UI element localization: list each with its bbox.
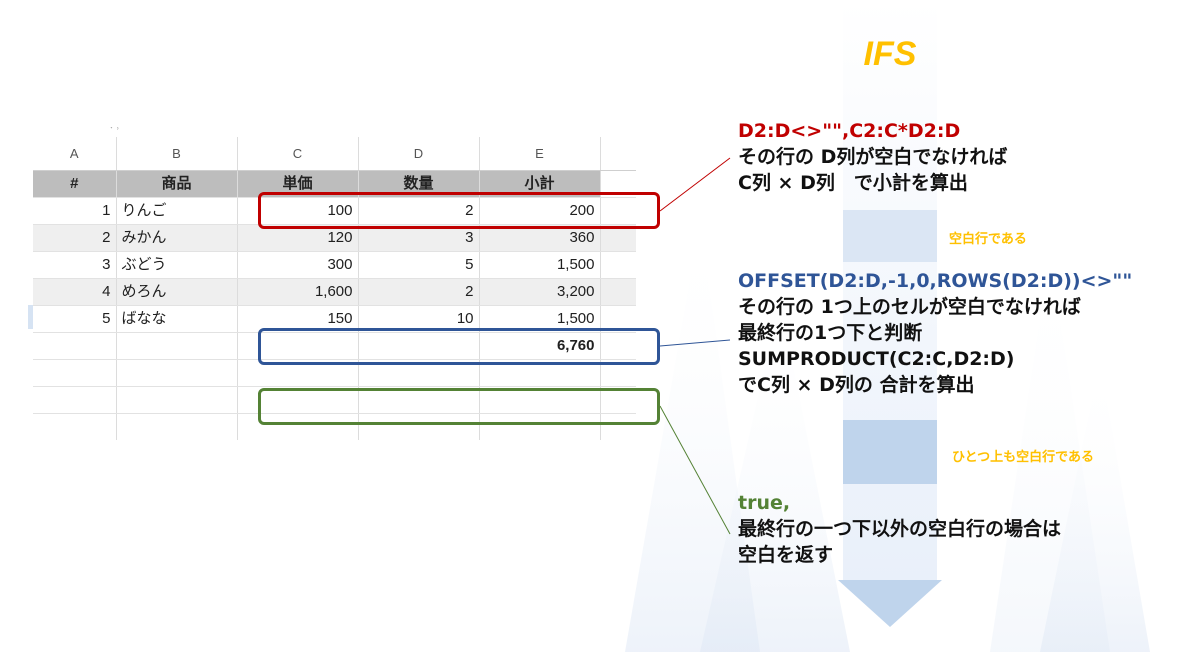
cell-item[interactable]: めろん: [116, 278, 238, 306]
empty-cell[interactable]: [358, 386, 480, 414]
table-row: 2 みかん 120 3 360: [33, 224, 636, 252]
empty-cell[interactable]: [116, 359, 238, 387]
column-header-c[interactable]: C: [237, 137, 359, 171]
flow-band-1: [843, 210, 937, 262]
empty-cell[interactable]: [33, 386, 117, 414]
annotation-line: その行の 1つ上のセルが空白でなければ: [738, 296, 1081, 318]
annotation-line: でC列 × D列の 合計を算出: [738, 374, 975, 396]
header-cell-number[interactable]: #: [33, 170, 117, 198]
formula-case-1: D2:D<>"",C2:C*D2:D: [738, 120, 961, 142]
empty-cell[interactable]: [600, 251, 636, 279]
cell-subtotal[interactable]: 1,500: [479, 251, 601, 279]
table-row: 4 めろん 1,600 2 3,200: [33, 278, 636, 306]
empty-cell[interactable]: [600, 278, 636, 306]
column-header-row: A B C D E: [33, 137, 636, 171]
cell-item[interactable]: ばなな: [116, 305, 238, 333]
total-row: 6,760: [33, 332, 636, 360]
empty-cell[interactable]: [358, 332, 480, 360]
cell-item[interactable]: りんご: [116, 197, 238, 225]
cell-number[interactable]: 2: [33, 224, 117, 252]
table-row: 1 りんご 100 2 200: [33, 197, 636, 225]
empty-cell[interactable]: [116, 386, 238, 414]
cell-qty[interactable]: 3: [358, 224, 480, 252]
cell-price[interactable]: 300: [237, 251, 359, 279]
condition-note-blank-row: 空白行である: [949, 232, 1027, 247]
bg-shard-2: [700, 300, 850, 652]
column-header-e[interactable]: E: [479, 137, 601, 171]
annotation-case-3: true, 最終行の一つ下以外の空白行の場合は 空白を返す: [738, 490, 1061, 568]
empty-cell[interactable]: [33, 359, 117, 387]
bg-shard-4: [990, 250, 1110, 652]
empty-cell[interactable]: [600, 386, 636, 414]
condition-note-above-blank: ひとつ上も空白行である: [952, 450, 1094, 465]
cell-item[interactable]: ぶどう: [116, 251, 238, 279]
annotation-case-1: D2:D<>"",C2:C*D2:D その行の D列が空白でなければ C列 × …: [738, 118, 1007, 196]
empty-cell[interactable]: [237, 386, 359, 414]
empty-cell[interactable]: [358, 413, 480, 440]
flow-arrow-head: [838, 580, 942, 627]
empty-row: [33, 386, 636, 414]
empty-cell[interactable]: [600, 197, 636, 225]
empty-cell[interactable]: [479, 386, 601, 414]
annotation-line: C列 × D列 で小計を算出: [738, 172, 968, 194]
annotation-line: その行の D列が空白でなければ: [738, 146, 1008, 168]
cell-number[interactable]: 5: [33, 305, 117, 333]
sheet-top-grip: ˑ ˒: [110, 124, 120, 135]
column-header-b[interactable]: B: [116, 137, 238, 171]
annotation-line: 最終行の1つ下と判断: [738, 322, 923, 344]
column-header-d[interactable]: D: [358, 137, 480, 171]
empty-cell[interactable]: [237, 413, 359, 440]
flow-title: IFS: [863, 35, 917, 73]
highlight-box-total-row: [258, 328, 660, 365]
annotation-case-2: OFFSET(D2:D,-1,0,ROWS(D2:D))<>"" その行の 1つ…: [738, 268, 1132, 398]
empty-cell[interactable]: [116, 413, 238, 440]
empty-row: [33, 413, 636, 440]
cell-total[interactable]: 6,760: [479, 332, 601, 360]
empty-cell[interactable]: [116, 332, 238, 360]
formula-case-2: OFFSET(D2:D,-1,0,ROWS(D2:D))<>"": [738, 270, 1133, 292]
flow-band-2: [843, 420, 937, 484]
cell-price[interactable]: 120: [237, 224, 359, 252]
annotation-line: SUMPRODUCT(C2:C,D2:D): [738, 348, 1015, 370]
cell-price[interactable]: 100: [237, 197, 359, 225]
cell-item[interactable]: みかん: [116, 224, 238, 252]
annotation-line: 空白を返す: [738, 544, 834, 566]
table-row: 3 ぶどう 300 5 1,500: [33, 251, 636, 279]
cell-qty[interactable]: 5: [358, 251, 480, 279]
annotation-line: 最終行の一つ下以外の空白行の場合は: [738, 518, 1062, 540]
empty-cell[interactable]: [600, 224, 636, 252]
cell-qty[interactable]: 2: [358, 197, 480, 225]
empty-cell[interactable]: [237, 332, 359, 360]
cell-number[interactable]: 1: [33, 197, 117, 225]
highlight-box-subtotal-row: [258, 192, 660, 229]
empty-cell[interactable]: [33, 332, 117, 360]
selected-row-marker: [28, 305, 33, 329]
highlight-box-blank-row: [258, 388, 660, 425]
cell-subtotal[interactable]: 360: [479, 224, 601, 252]
cell-number[interactable]: 3: [33, 251, 117, 279]
cell-price[interactable]: 1,600: [237, 278, 359, 306]
header-cell-item[interactable]: 商品: [116, 170, 238, 198]
formula-case-3: true,: [738, 492, 791, 514]
empty-cell[interactable]: [33, 413, 117, 440]
spreadsheet: A B C D E # 商品 単価 数量 小計 1 りんご 100 2 200 …: [33, 137, 636, 440]
cell-number[interactable]: 4: [33, 278, 117, 306]
empty-cell[interactable]: [479, 413, 601, 440]
cell-subtotal[interactable]: 3,200: [479, 278, 601, 306]
cell-subtotal[interactable]: 200: [479, 197, 601, 225]
empty-cell[interactable]: [600, 332, 636, 360]
column-header-f[interactable]: [600, 137, 636, 171]
cell-qty[interactable]: 2: [358, 278, 480, 306]
column-header-a[interactable]: A: [33, 137, 117, 171]
